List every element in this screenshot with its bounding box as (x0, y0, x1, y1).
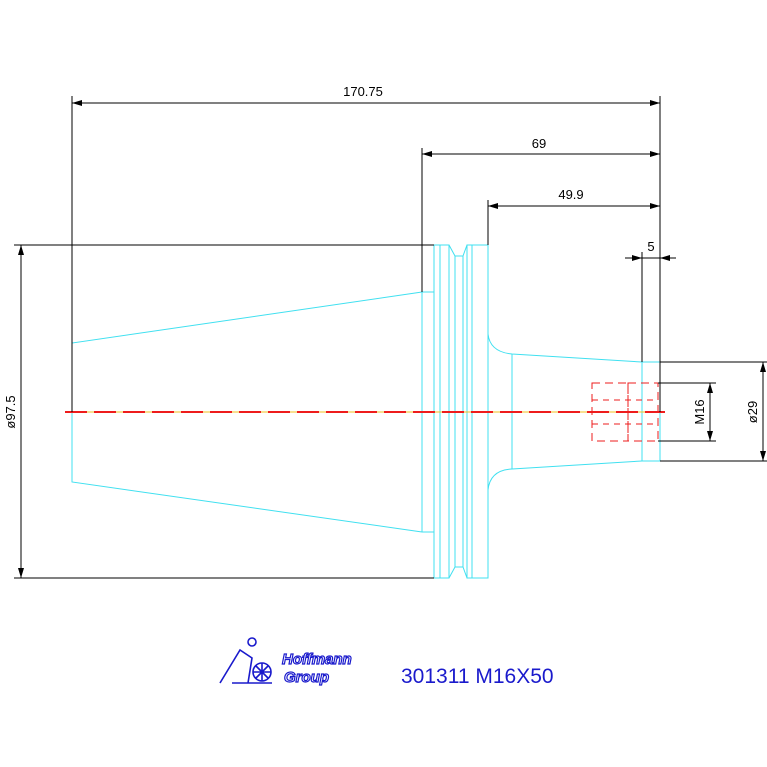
dim-overall-length: 170.75 (343, 84, 383, 99)
logo-mark-icon (219, 637, 272, 684)
logo-text-line1: Hoffmann (282, 651, 352, 668)
dim-flange-to-end: 49.9 (558, 187, 583, 202)
dim-collar-to-end: 69 (532, 136, 546, 151)
v-groove (448, 244, 468, 257)
holder-contour (71, 244, 661, 579)
body-upper (487, 333, 660, 363)
part-label: 301311 M16X50 (401, 665, 554, 688)
dim-thread: M16 (692, 399, 707, 424)
dimension-lines (14, 96, 767, 579)
logo-text-line2: Group (284, 669, 329, 686)
body-lower (487, 460, 660, 491)
hoffmann-logo: Hoffmann Group (219, 637, 352, 687)
dim-nose-length: 5 (647, 239, 654, 254)
dim-nose-diameter: ø29 (745, 401, 760, 423)
dim-flange-diameter: ø97.5 (3, 395, 18, 428)
